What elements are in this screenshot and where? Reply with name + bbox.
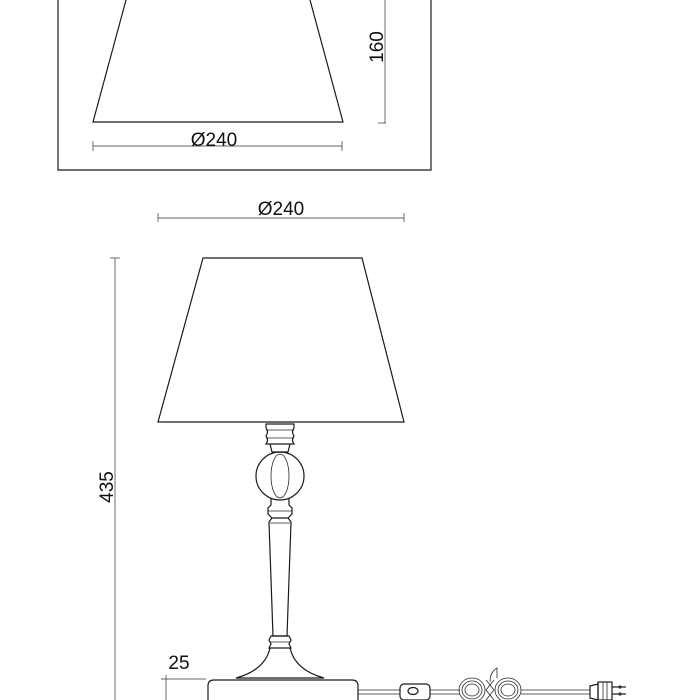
lamp-foot-rings (268, 635, 292, 649)
lamp-base (207, 679, 359, 700)
detail-height-label: 160 (367, 31, 388, 63)
main-diameter-label: Ø240 (258, 199, 304, 220)
total-height-label: 435 (97, 471, 118, 503)
inline-switch (399, 683, 431, 700)
lamp-column (268, 517, 292, 637)
lamp-collar (264, 423, 296, 445)
lamp-shade (157, 257, 405, 423)
coiled-cable (458, 667, 522, 700)
switch-button-icon (407, 686, 419, 696)
shade-detail-view: Ø240 160 (57, 0, 432, 171)
lamp-side-view: Ø240 435 25 (97, 199, 626, 700)
detail-frame (57, 0, 432, 171)
lamp-ball-highlight (270, 453, 290, 499)
lamp-neck (269, 443, 291, 453)
lamp-flared-foot (235, 647, 325, 679)
lamp-lower-connector (267, 499, 293, 519)
detail-diameter-label: Ø240 (191, 130, 237, 151)
detail-shade-outline (92, 0, 344, 123)
base-height-label: 25 (168, 653, 189, 674)
power-plug-icon (589, 681, 626, 700)
lamp-glass-ball (255, 451, 305, 501)
